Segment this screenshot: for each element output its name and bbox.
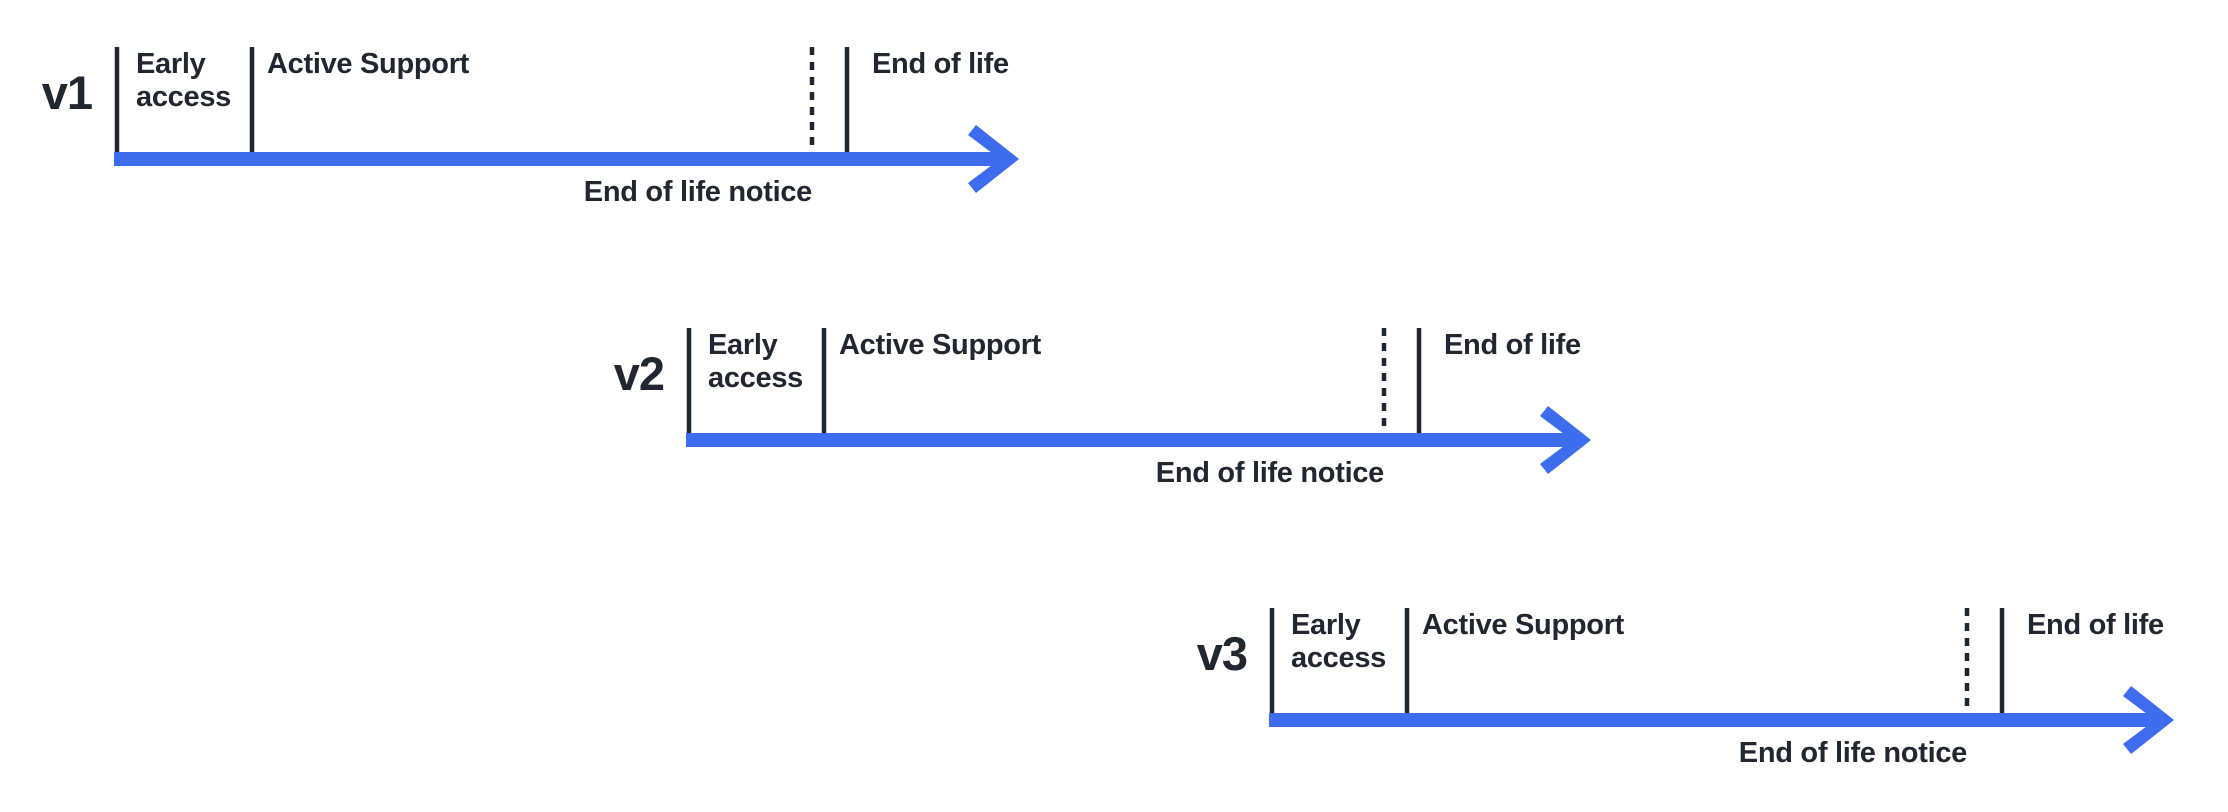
timeline-arrow-graphic <box>686 328 1591 474</box>
timeline-v1: v1 Early access Active Support End of li… <box>42 47 1067 212</box>
early-access-label: Early access <box>708 329 803 394</box>
active-support-label: Active Support <box>267 48 470 80</box>
eol-notice-label: End of life notice <box>1738 737 1968 769</box>
early-access-label: Early access <box>136 48 231 113</box>
version-label: v2 <box>613 347 665 400</box>
active-support-label: Active Support <box>839 329 1042 361</box>
timeline-v2: v2 Early access Active Support End of li… <box>614 328 1639 493</box>
early-access-label: Early access <box>1291 609 1386 674</box>
end-of-life-label: End of life <box>1444 329 1581 361</box>
timeline-arrow-shaft <box>686 433 1574 447</box>
eol-notice-label: End of life notice <box>1155 457 1385 489</box>
timeline-arrow-head-icon <box>1540 406 1591 474</box>
timeline-v3: v3 Early access Active Support End of li… <box>1197 608 2222 773</box>
timeline-arrow-head-icon <box>968 125 1019 193</box>
version-label: v1 <box>41 66 93 119</box>
timeline-arrow-shaft <box>114 152 1002 166</box>
eol-notice-label: End of life notice <box>583 176 813 208</box>
version-label: v3 <box>1196 627 1248 680</box>
timeline-arrow-graphic <box>114 47 1019 193</box>
timeline-arrow-shaft <box>1269 713 2157 727</box>
timeline-arrow-graphic <box>1269 608 2174 754</box>
end-of-life-label: End of life <box>2027 609 2164 641</box>
end-of-life-label: End of life <box>872 48 1009 80</box>
timeline-arrow-head-icon <box>2123 686 2174 754</box>
active-support-label: Active Support <box>1422 609 1625 641</box>
